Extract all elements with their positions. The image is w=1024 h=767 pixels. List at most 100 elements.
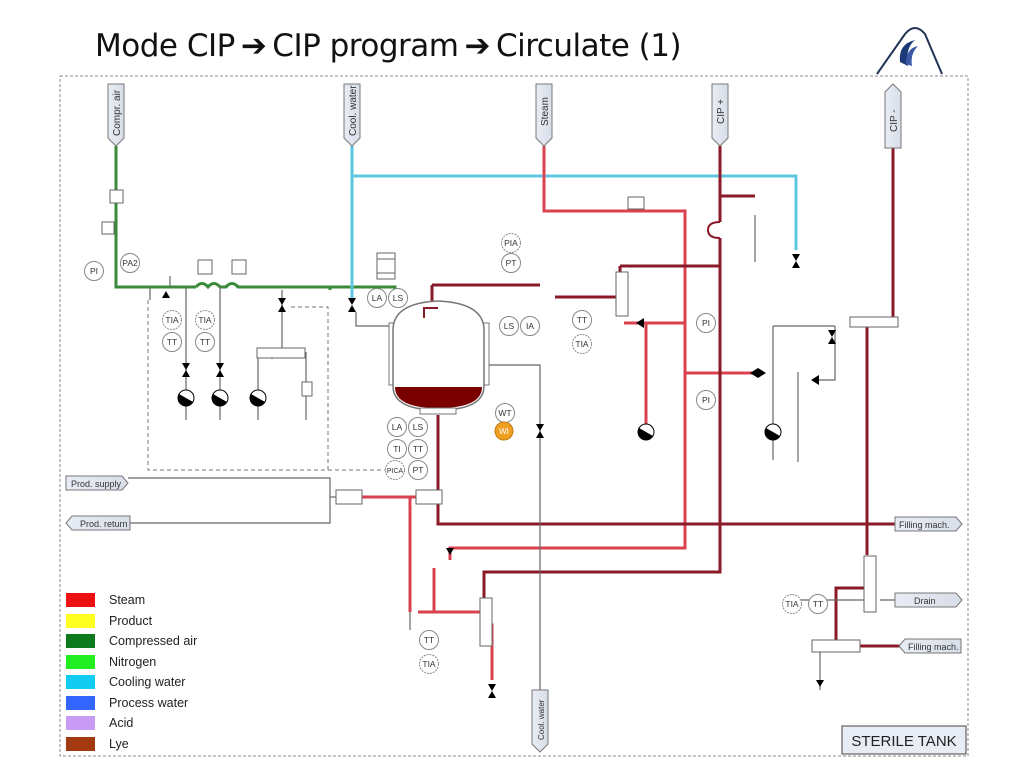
pump-icon (637, 423, 655, 441)
sterile-tank-vessel (376, 252, 490, 415)
legend-item: Cooling water (66, 672, 197, 693)
steam-lines (346, 146, 755, 680)
instrument-pi-mid1: PI (696, 313, 716, 333)
lye-cip-lines (430, 146, 960, 648)
instrument-pia-top: PIA (501, 233, 521, 253)
tag-steam: Steam (535, 83, 553, 147)
legend-swatch-acid (66, 716, 95, 731)
instrument-label: TIA (422, 659, 436, 669)
instrument-pa2: PA2 (120, 253, 140, 273)
right-arrow-icon: ➔ (464, 28, 490, 64)
instrument-label: LA (372, 293, 383, 303)
legend-item: Acid (66, 713, 197, 734)
svg-text:Prod. supply: Prod. supply (71, 479, 122, 489)
pump-icon (211, 389, 229, 407)
tag-compr-air: Compr. air (107, 83, 125, 147)
legend-swatch-compressed-air (66, 634, 95, 649)
instrument-label: TT (813, 599, 823, 609)
instrument-label: PI (702, 395, 710, 405)
tank-liquid-level (395, 387, 482, 408)
sterile-tank-label: STERILE TANK (841, 725, 967, 755)
tag-filling-mach-1: Filling mach. (894, 516, 963, 532)
tag-prod-supply: Prod. supply (65, 475, 129, 491)
title-part-program: CIP program (272, 28, 459, 64)
connection-tags: Compr. air Cool. water Steam CIP + CIP -… (65, 83, 963, 753)
legend-item: Process water (66, 693, 197, 714)
valves (162, 254, 874, 698)
instrument-label: PI (90, 266, 98, 276)
instrument-ls-top: LS (388, 288, 408, 308)
legend: Steam Product Compressed air Nitrogen Co… (66, 590, 197, 754)
legend-item: Lye (66, 734, 197, 755)
instrument-label: TT (577, 315, 587, 325)
steam-trap-icon (706, 221, 721, 239)
instrument-pt-top: PT (501, 253, 521, 273)
instrument-tt-2: TT (195, 332, 215, 352)
instrument-label: TT (167, 337, 177, 347)
instrument-tt-bottom: TT (408, 439, 428, 459)
instrument-label: TIA (198, 315, 212, 325)
instrument-la-bottom: LA (387, 417, 407, 437)
instrument-ia-right: IA (520, 316, 540, 336)
instrument-pi-mid2: PI (696, 390, 716, 410)
instrument-label: TIA (575, 339, 589, 349)
instrument-label: PIA (504, 238, 518, 248)
tag-cip-plus: CIP + (711, 83, 729, 147)
legend-swatch-nitrogen (66, 654, 95, 669)
instrument-label: TIA (785, 599, 799, 609)
instrument-label: LA (392, 422, 403, 432)
tag-filling-mach-2: Filling mach. (898, 638, 962, 654)
instrument-label: WT (498, 408, 511, 418)
svg-text:Cool. water: Cool. water (348, 85, 359, 136)
legend-swatch-cooling-water (66, 675, 95, 690)
instrument-ls-right: LS (499, 316, 519, 336)
legend-item: Steam (66, 590, 197, 611)
svg-text:Prod. return: Prod. return (80, 519, 128, 529)
pump-icon (764, 423, 782, 441)
svg-text:Steam: Steam (540, 97, 551, 126)
svg-text:WI: WI (499, 427, 509, 436)
tag-cool-water-bottom: Cool. water (531, 689, 549, 753)
instrument-tia-1: TIA (162, 310, 182, 330)
instrument-label: TT (413, 444, 423, 454)
instrument-pi-left: PI (84, 261, 104, 281)
instrument-label: TT (424, 635, 434, 645)
instrument-label: IA (526, 321, 534, 331)
instrument-label: TI (393, 444, 401, 454)
legend-item: Nitrogen (66, 652, 197, 673)
cooling-water-lines (350, 146, 798, 300)
instrument-tt-mid: TT (572, 310, 592, 330)
svg-text:Filling mach.: Filling mach. (908, 642, 959, 652)
instrument-label: TIA (165, 315, 179, 325)
instrument-label: PT (413, 465, 424, 475)
instrument-label: PI (702, 318, 710, 328)
legend-swatch-steam (66, 593, 95, 608)
legend-item: Compressed air (66, 631, 197, 652)
instrument-la-top: LA (367, 288, 387, 308)
pump-icon (177, 389, 195, 407)
right-arrow-icon: ➔ (240, 28, 267, 64)
tag-drain: Drain (894, 592, 963, 608)
instrument-label: PICA (387, 468, 404, 475)
instrument-label: LS (504, 321, 515, 331)
legend-swatch-lye (66, 736, 95, 751)
svg-text:CIP -: CIP - (889, 109, 900, 132)
instrument-tia-right: TIA (782, 594, 802, 614)
title-part-mode: Mode CIP (95, 28, 235, 64)
instrument-label: PT (506, 258, 517, 268)
tag-cip-minus: CIP - (884, 83, 902, 149)
svg-text:Cool. water: Cool. water (537, 699, 546, 740)
instrument-label: LS (393, 293, 404, 303)
instrument-pt-bottom: PT (408, 460, 428, 480)
legend-swatch-product (66, 613, 95, 628)
instrument-tt-1: TT (162, 332, 182, 352)
wi-indicator: WI (494, 421, 514, 441)
instrument-tia-2: TIA (195, 310, 215, 330)
instrument-ls-bottom: LS (408, 417, 428, 437)
diagram-frame (59, 75, 969, 757)
signal-lines (147, 300, 385, 471)
tag-prod-return: Prod. return (65, 515, 131, 531)
legend-swatch-process-water (66, 695, 95, 710)
svg-text:Drain: Drain (914, 596, 936, 606)
